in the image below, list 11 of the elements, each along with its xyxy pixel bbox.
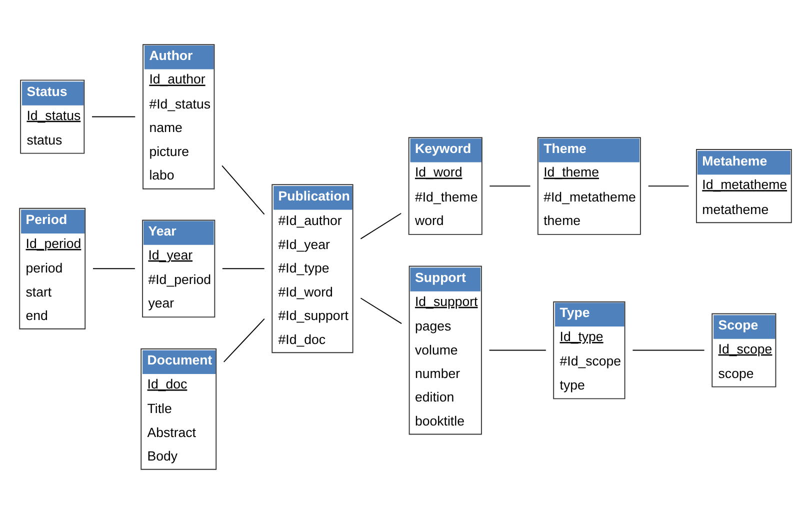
- connector: [223, 318, 265, 362]
- connector: [489, 185, 531, 186]
- connector: [92, 268, 136, 269]
- connector: [648, 185, 690, 186]
- connector: [360, 297, 402, 324]
- connector: [488, 349, 546, 350]
- connector: [92, 116, 136, 117]
- connector: [360, 212, 402, 239]
- connector: [632, 349, 705, 350]
- connector: [222, 268, 265, 269]
- connector: [222, 164, 265, 214]
